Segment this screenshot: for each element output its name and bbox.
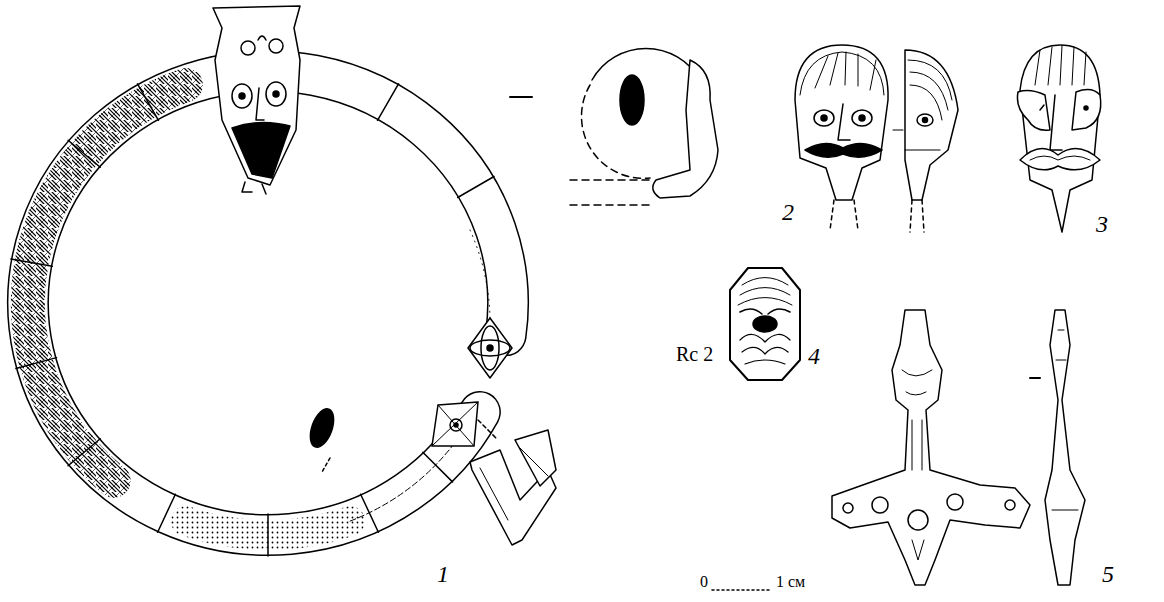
figure-number: 2 [782, 200, 794, 224]
figure-number: 5 [1102, 562, 1114, 586]
drawing-stroke [256, 88, 264, 120]
neck-ring [11, 6, 512, 556]
drawing-stroke [910, 200, 924, 232]
drawing-stroke [470, 230, 490, 320]
mask-reconstruction [1017, 45, 1100, 232]
drawing-stroke [740, 309, 790, 314]
drawing-stroke [814, 110, 834, 126]
drawing-stroke [258, 36, 266, 40]
drawing-stroke [322, 458, 330, 472]
drawing-stroke [795, 45, 888, 200]
drawing-stroke [242, 182, 266, 194]
mask-plate [730, 268, 800, 380]
drawing-stroke [592, 48, 700, 80]
drawing-stroke [480, 448, 548, 520]
drawing-stroke [908, 510, 928, 530]
hammer-pendant [832, 310, 1085, 585]
drawing-stroke [620, 75, 644, 125]
drawing-stroke [832, 310, 1030, 585]
drawing-stroke [1052, 330, 1078, 510]
scale-label: 0 [700, 574, 708, 590]
figure-number: 4 [808, 344, 820, 368]
drawing-stroke [923, 118, 928, 123]
drawing-stroke [1030, 156, 1090, 160]
drawing-stroke [1005, 500, 1015, 510]
drawing-stroke [1020, 45, 1100, 232]
drawing-stroke [872, 497, 888, 513]
drawing-stroke [905, 50, 958, 200]
drawing-stroke [1035, 46, 1086, 85]
drawing-stroke [241, 41, 255, 55]
drawing-stroke [1050, 95, 1062, 150]
ring-profile [470, 48, 718, 545]
drawing-stroke [1072, 90, 1101, 130]
scale-bar [712, 589, 772, 591]
drawing-stroke [843, 503, 853, 513]
drawing-stroke [821, 115, 827, 121]
drawing-stroke [753, 316, 777, 332]
drawing-stroke [859, 115, 865, 121]
drawing-stroke [1030, 377, 1040, 379]
drawing-stroke [917, 114, 933, 126]
drawing-stroke [232, 122, 290, 178]
drawing-stroke [570, 180, 650, 205]
drawing-stroke [1045, 310, 1085, 585]
drawing-stroke [454, 423, 458, 427]
drawing-stroke [653, 60, 718, 198]
drawing-stroke [450, 419, 462, 431]
drawing-stroke [487, 345, 493, 351]
drawing-stroke [470, 340, 510, 356]
drawing-stroke [838, 104, 850, 140]
drawing-stroke [830, 200, 858, 230]
drawing-stroke [1020, 149, 1100, 170]
drawing-stroke [738, 278, 792, 306]
drawing-stroke [273, 91, 279, 97]
figure-number: 1 [437, 562, 449, 586]
drawing-stroke [28, 85, 186, 481]
drawing-stroke [947, 494, 963, 510]
drawing-stroke [800, 52, 884, 95]
drawing-stroke [432, 402, 478, 446]
drawing-stroke [232, 84, 252, 108]
drawing-stroke [269, 39, 283, 53]
drawing-stroke [432, 402, 478, 446]
scale-label: 1 см [776, 574, 805, 590]
drawing-stroke [1040, 105, 1044, 110]
figure-number: 3 [1096, 212, 1108, 236]
drawing-stroke [266, 82, 286, 106]
drawing-stroke [902, 370, 932, 470]
drawing-stroke [805, 143, 882, 157]
drawing-stroke [481, 326, 499, 370]
figure-number: Rc 2 [676, 344, 713, 364]
drawing-stroke [912, 540, 924, 560]
drawing-stroke [510, 96, 532, 98]
drawing-stroke [908, 60, 952, 120]
drawing-stroke [740, 334, 790, 364]
drawing-stroke [730, 268, 800, 380]
drawing-stroke [213, 6, 300, 185]
drawing-stroke [515, 430, 556, 486]
drawing-stroke [478, 420, 496, 438]
drawing-stroke [1017, 91, 1050, 131]
drawing-stroke [1084, 106, 1088, 110]
drawing-stroke [306, 406, 338, 450]
drawing-stroke [893, 130, 940, 150]
mask-pendant [795, 45, 958, 232]
drawing-stroke [468, 318, 512, 378]
drawing-stroke [239, 93, 245, 99]
drawing-stroke [852, 110, 872, 126]
drawing-stroke [11, 84, 494, 556]
